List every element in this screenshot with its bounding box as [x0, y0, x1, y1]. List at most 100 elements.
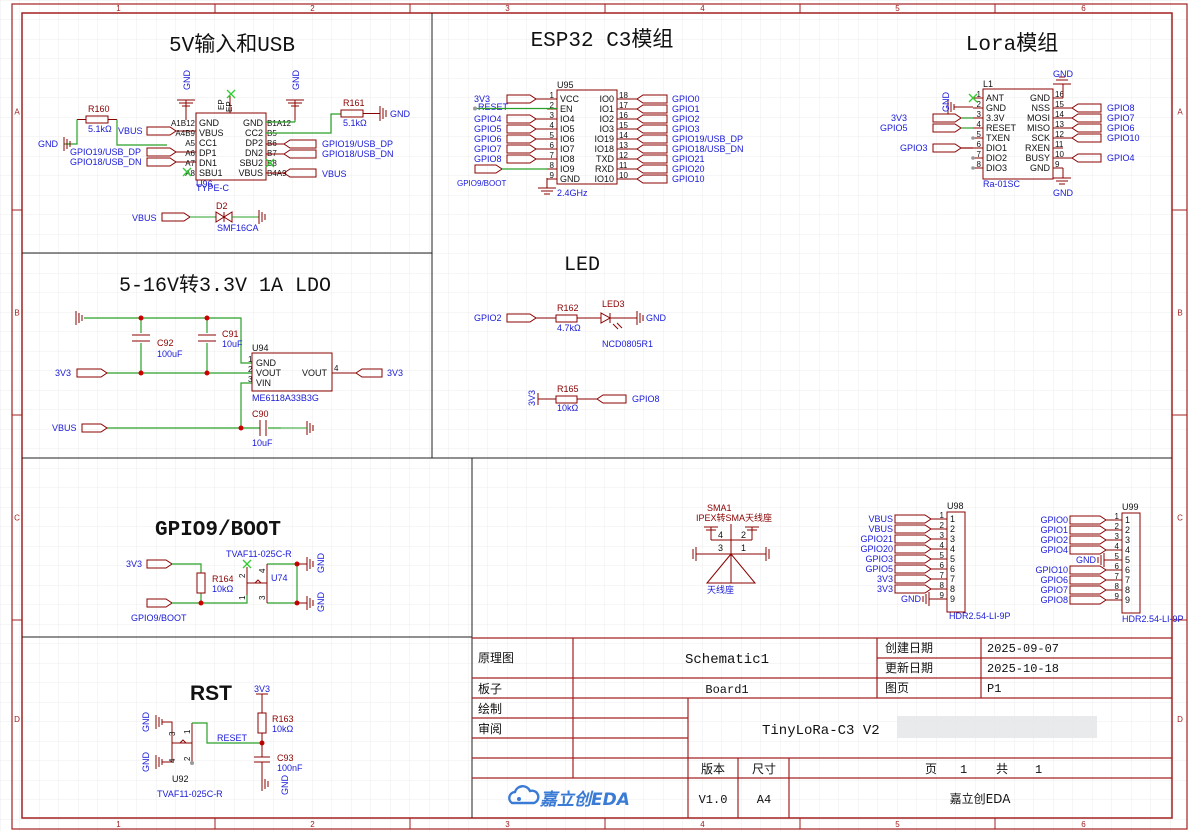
net-port-vbus-right[interactable]: VBUS: [266, 168, 347, 179]
pin-name: 2: [1125, 525, 1130, 535]
net-port-gpio4[interactable]: GPIO4: [1063, 153, 1135, 163]
net-port-3v3[interactable]: 3V3: [877, 574, 937, 584]
resistor-r164[interactable]: R164 10kΩ: [196, 572, 234, 594]
net-port-gpio21[interactable]: GPIO21: [636, 154, 705, 164]
net-port-gpio2[interactable]: GPIO2: [636, 114, 700, 124]
net-port-gpio1[interactable]: GPIO1: [636, 104, 700, 114]
net-label: GPIO19/USB_DP: [322, 139, 393, 149]
net-port-3v3-boot[interactable]: 3V3: [126, 559, 173, 569]
net-port-gpio8[interactable]: GPIO8: [474, 154, 547, 164]
pin-number: 1: [248, 355, 253, 364]
usb-type-c-connector[interactable]: EP EP TYPE-C GNDA1B12VBUSA4B9CC1A5DP1A6D…: [171, 96, 292, 193]
net-port-usb-dp-right[interactable]: GPIO19/USB_DP: [266, 139, 393, 149]
capacitor-c90[interactable]: C90 10uF: [252, 409, 273, 448]
net-port-gpio21[interactable]: GPIO21: [860, 534, 937, 544]
net-label: GND: [1076, 555, 1097, 565]
net-port-gpio0[interactable]: GPIO0: [636, 94, 700, 104]
resistor-r161[interactable]: R161 5.1kΩ: [340, 98, 380, 128]
pin-name: 5: [950, 554, 955, 564]
pin-name: NSS: [1031, 103, 1050, 113]
ruler-column-label: 1: [116, 4, 121, 13]
net-port-gpio10[interactable]: GPIO10: [1063, 133, 1140, 143]
pin-number: 17: [619, 101, 628, 110]
net-port-gpio4[interactable]: GPIO4: [1040, 545, 1112, 555]
net-port-gpio7[interactable]: GPIO7: [1063, 113, 1135, 123]
sma-antenna-connector[interactable]: SMA1 IPEX转SMA天线座 4 2 3 1 天线座: [692, 503, 772, 595]
net-port-3v3[interactable]: 3V3: [891, 113, 973, 123]
net-label: GPIO7: [474, 144, 502, 154]
net-port-gpio9-boot[interactable]: GPIO9/BOOT: [131, 598, 187, 623]
net-port-gpio10[interactable]: GPIO10: [636, 174, 705, 184]
net-port-gpio19-usb-dp[interactable]: GPIO19/USB_DP: [636, 134, 743, 144]
net-label: GPIO6: [474, 134, 502, 144]
pin-name: IO6: [560, 134, 575, 144]
net-port-usb-dp[interactable]: GPIO19/USB_DP: [70, 147, 196, 157]
logo-text: 嘉立创EDA: [539, 790, 630, 810]
title-block-text: 原理图 Schematic1 板子 Board1 绘制 审阅 TinyLoRa-…: [478, 641, 1097, 810]
net-port-3v3-out[interactable]: 3V3: [332, 368, 403, 378]
pin-number: 9: [1055, 160, 1060, 169]
unconnected-pin: [971, 166, 975, 170]
net-port-gpio7[interactable]: GPIO7: [1040, 585, 1112, 595]
net-port-gpio1[interactable]: GPIO1: [1040, 525, 1112, 535]
net-port-gpio20[interactable]: GPIO20: [860, 544, 937, 554]
capacitor-c92[interactable]: C92 100uF: [132, 334, 183, 359]
ldo-regulator-u94[interactable]: U94 ME6118A33B3G 1 2 3 GND VOUT VIN VOUT…: [248, 343, 339, 403]
net-port-gpio7[interactable]: GPIO7: [474, 144, 547, 154]
net-port-gpio8[interactable]: GPIO8: [596, 394, 660, 404]
net-port-3v3[interactable]: 3V3: [474, 94, 547, 104]
resistor-r160[interactable]: R160 5.1kΩ: [77, 104, 117, 134]
button-u92[interactable]: 3 4 1 2 U92 TVAF11-025C-R: [157, 721, 223, 799]
gnd-symbol: [306, 557, 314, 610]
net-label: GPIO19/USB_DP: [672, 134, 743, 144]
gnd-symbol: [947, 76, 1071, 185]
net-port-gpio3[interactable]: GPIO3: [865, 554, 937, 564]
net-port-gpio5[interactable]: GPIO5: [474, 124, 547, 134]
ruler-column-label: 6: [1081, 4, 1086, 13]
button-u74[interactable]: TVAF11-025C-R U74 2 1 3 4: [226, 549, 292, 603]
ruler-column-label: 4: [700, 4, 705, 13]
net-port-gpio8[interactable]: GPIO8: [1063, 103, 1135, 113]
net-port-gpio6[interactable]: GPIO6: [474, 134, 547, 144]
net-port-gpio18-usb-dn[interactable]: GPIO18/USB_DN: [636, 144, 744, 154]
net-port-gpio2[interactable]: GPIO2: [474, 313, 537, 323]
net-port-vbus-ldo[interactable]: VBUS: [52, 423, 108, 433]
capacitor-c91[interactable]: C91 10uF: [198, 329, 243, 349]
net-port-gpio5[interactable]: GPIO5: [865, 564, 937, 574]
net-port-usb-dn[interactable]: GPIO18/USB_DN: [70, 157, 196, 167]
net-port-gpio5[interactable]: GPIO5: [880, 123, 973, 133]
net-port-gpio8[interactable]: GPIO8: [1040, 595, 1112, 605]
ruler-column-label: 6: [1081, 820, 1086, 829]
net-port-gpio0[interactable]: GPIO0: [1040, 515, 1112, 525]
net-port-vbus[interactable]: VBUS: [118, 126, 196, 136]
net-port-gpio6[interactable]: GPIO6: [1040, 575, 1112, 585]
label-page: 图页: [885, 681, 909, 695]
net-port-usb-dn-right[interactable]: GPIO18/USB_DN: [266, 149, 394, 159]
net-port-vbus[interactable]: VBUS: [868, 514, 937, 524]
pin-number: 14: [1055, 110, 1064, 119]
pin-number: 6: [940, 561, 945, 570]
net-port-3v3-in[interactable]: 3V3: [55, 368, 108, 378]
net-port-gpio3[interactable]: GPIO3: [900, 143, 973, 153]
net-port-gpio20[interactable]: GPIO20: [636, 164, 705, 174]
tvs-diode-d2[interactable]: VBUS D2 SMF16CA: [132, 201, 266, 233]
net-port-3v3[interactable]: 3V3: [877, 584, 937, 594]
c93-value: 100nF: [277, 763, 303, 773]
net-port-vbus[interactable]: VBUS: [868, 524, 937, 534]
net-port-gpio6[interactable]: GPIO6: [1063, 123, 1135, 133]
net-label: GPIO6: [1107, 123, 1135, 133]
net-port-gpio4[interactable]: GPIO4: [474, 114, 547, 124]
gnd-label: GND: [646, 313, 667, 323]
pin-number: 11: [619, 161, 628, 170]
net-port-gpio10[interactable]: GPIO10: [1035, 565, 1112, 575]
net-port-gpio3[interactable]: GPIO3: [636, 124, 700, 134]
net-port-gpio2[interactable]: GPIO2: [1040, 535, 1112, 545]
net-port-gpio9-boot[interactable]: GPIO9/BOOT: [457, 164, 547, 188]
pin-number: 18: [619, 91, 628, 100]
pin-number: 3: [550, 111, 555, 120]
led-led3[interactable]: LED3 NCD0805R1: [600, 299, 653, 349]
